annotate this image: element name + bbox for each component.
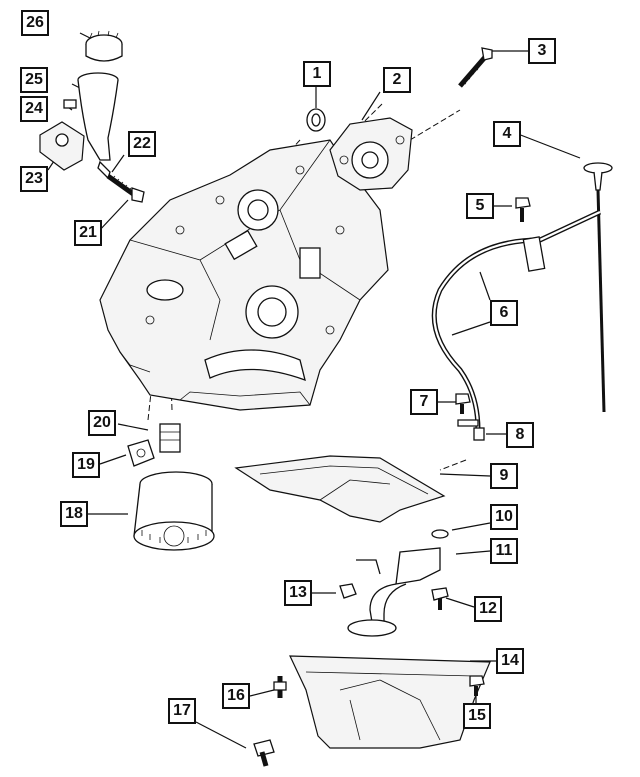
drain-plug-bolt — [469, 675, 485, 696]
lower-oil-pan — [289, 655, 491, 749]
callout-14[interactable]: 14 — [496, 648, 524, 674]
callout-7[interactable]: 7 — [410, 389, 438, 415]
callout-4[interactable]: 4 — [493, 121, 521, 147]
callout-5[interactable]: 5 — [466, 193, 494, 219]
oil-filler-tube — [39, 72, 119, 180]
dipstick-tube — [431, 209, 602, 441]
callout-11[interactable]: 11 — [490, 538, 518, 564]
callout-17[interactable]: 17 — [168, 698, 196, 724]
callout-1[interactable]: 1 — [303, 61, 331, 87]
filter-adapter — [127, 439, 155, 467]
callout-19[interactable]: 19 — [72, 452, 100, 478]
filter-fitting — [159, 423, 181, 453]
pickup-o-ring — [431, 529, 449, 539]
callout-24[interactable]: 24 — [20, 96, 48, 122]
callout-13[interactable]: 13 — [284, 580, 312, 606]
upper-oil-pan — [234, 455, 446, 523]
callout-18[interactable]: 18 — [60, 501, 88, 527]
callout-25[interactable]: 25 — [20, 67, 48, 93]
callout-20[interactable]: 20 — [88, 410, 116, 436]
front-seal — [306, 108, 326, 132]
oil-filler-cap — [85, 30, 123, 62]
callout-22[interactable]: 22 — [128, 131, 156, 157]
oil-pump — [329, 117, 413, 191]
callout-6[interactable]: 6 — [490, 300, 518, 326]
callout-12[interactable]: 12 — [474, 596, 502, 622]
engine-block — [99, 139, 389, 411]
long-bolt — [458, 47, 493, 88]
pickup-bolt — [431, 587, 449, 610]
tube-bolt — [515, 197, 531, 222]
oil-filter — [133, 471, 215, 551]
oil-dipstick — [583, 162, 613, 413]
pickup-nut — [339, 583, 357, 599]
callout-15[interactable]: 15 — [463, 703, 491, 729]
callout-23[interactable]: 23 — [20, 166, 48, 192]
bracket-bolt — [455, 393, 479, 427]
oil-pickup-tube — [347, 547, 441, 637]
drain-plug — [253, 739, 275, 767]
callout-9[interactable]: 9 — [490, 463, 518, 489]
callout-10[interactable]: 10 — [490, 504, 518, 530]
callout-8[interactable]: 8 — [506, 422, 534, 448]
callout-16[interactable]: 16 — [222, 683, 250, 709]
callout-21[interactable]: 21 — [74, 220, 102, 246]
callout-3[interactable]: 3 — [528, 38, 556, 64]
filler-tube-bolt — [106, 173, 145, 203]
callout-2[interactable]: 2 — [383, 67, 411, 93]
pan-stud — [273, 676, 287, 698]
callout-26[interactable]: 26 — [21, 10, 49, 36]
